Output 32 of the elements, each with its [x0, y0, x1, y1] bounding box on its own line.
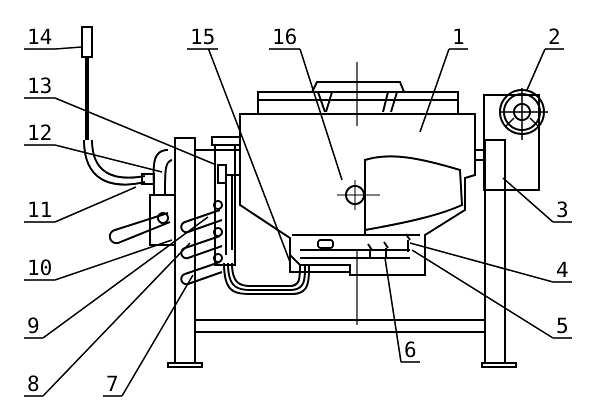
- callout-number: 7: [106, 374, 119, 394]
- leader-line: [102, 274, 194, 397]
- leader-line: [23, 186, 137, 223]
- callout-number: 15: [190, 27, 216, 47]
- callout-number: 13: [27, 76, 52, 96]
- callout-number: 1: [452, 27, 465, 47]
- leader-line: [268, 48, 343, 181]
- callout-number: 16: [272, 27, 298, 47]
- callout-number: 11: [27, 200, 52, 220]
- callout-number: 4: [556, 260, 569, 280]
- leader-line: [186, 48, 291, 263]
- leader-line: [502, 177, 573, 223]
- callout-number: 12: [27, 123, 52, 143]
- callout-number: 14: [27, 27, 52, 47]
- leader-line: [23, 97, 215, 165]
- leader-line: [23, 216, 209, 339]
- leader-line: [23, 242, 191, 397]
- callout-number: 8: [27, 374, 40, 394]
- leader-line: [419, 48, 469, 133]
- leader-line: [23, 46, 83, 50]
- callout-number: 2: [548, 27, 561, 47]
- callout-number: 5: [556, 316, 569, 336]
- leader-line: [384, 257, 421, 363]
- callout-number: 3: [556, 200, 569, 220]
- callout-number: 9: [27, 316, 40, 336]
- leader-line: [23, 239, 173, 281]
- leader-line: [409, 242, 573, 283]
- callout-number: 6: [404, 340, 417, 360]
- callout-number: 10: [27, 258, 52, 278]
- leader-line: [411, 249, 573, 339]
- leader-line: [23, 144, 163, 173]
- leader-line: [526, 48, 565, 91]
